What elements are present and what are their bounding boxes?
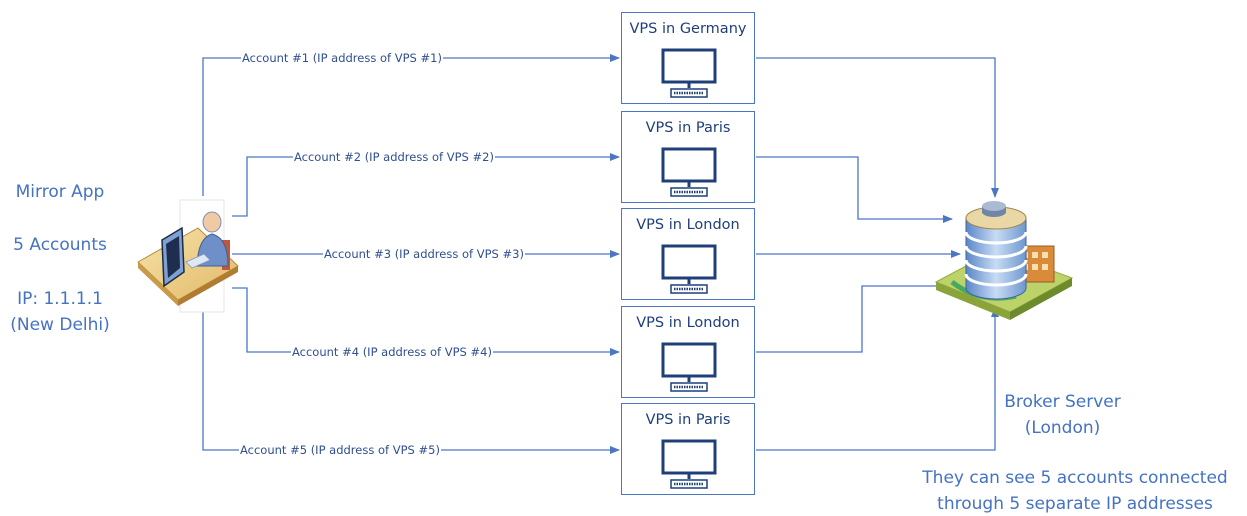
connector-1 xyxy=(202,54,620,196)
connection-label-3: Account #3 (IP address of VPS #3) xyxy=(323,247,525,261)
office-building-icon xyxy=(934,201,1074,320)
connection-label-4: Account #4 (IP address of VPS #4) xyxy=(291,345,493,359)
connector-4 xyxy=(232,287,620,356)
vps-node-5: VPS in Paris xyxy=(621,403,755,495)
monitor-icon xyxy=(661,147,717,197)
monitor-icon xyxy=(661,439,717,489)
client-accounts-label: 5 Accounts xyxy=(13,235,107,255)
vps-node-1: VPS in Germany xyxy=(621,12,755,104)
connector-vps-2-broker xyxy=(756,156,953,223)
user-at-computer-icon xyxy=(137,199,239,313)
monitor-icon xyxy=(661,244,717,294)
broker-name-label: Broker Server xyxy=(1004,392,1121,412)
vps-node-2: VPS in Paris xyxy=(621,111,755,203)
connection-label-5: Account #5 (IP address of VPS #5) xyxy=(239,443,441,457)
connection-label-1: Account #1 (IP address of VPS #1) xyxy=(241,51,443,65)
monitor-icon xyxy=(661,342,717,392)
connector-vps-1-broker xyxy=(756,57,999,198)
connector-vps-4-broker xyxy=(756,282,953,353)
connector-2 xyxy=(232,153,620,217)
vps-title: VPS in Paris xyxy=(645,412,731,428)
client-app-label: Mirror App xyxy=(15,182,105,202)
broker-location-label: (London) xyxy=(1024,418,1101,438)
broker-note-line-1: They can see 5 accounts connected xyxy=(922,468,1228,488)
vps-title: VPS in London xyxy=(636,217,740,233)
vps-title: VPS in London xyxy=(636,315,740,331)
monitor-icon xyxy=(661,48,717,98)
client-ip-label: IP: 1.1.1.1 xyxy=(17,289,103,309)
vps-node-4: VPS in London xyxy=(621,306,755,398)
vps-title: VPS in Germany xyxy=(629,21,747,37)
vps-title: VPS in Paris xyxy=(645,120,731,136)
connector-vps-5-broker xyxy=(756,307,999,451)
broker-note-line-2: through 5 separate IP addresses xyxy=(937,494,1213,514)
vps-node-3: VPS in London xyxy=(621,208,755,300)
connection-label-2: Account #2 (IP address of VPS #2) xyxy=(293,150,495,164)
client-city-label: (New Delhi) xyxy=(10,315,110,335)
connector-5 xyxy=(202,310,620,454)
